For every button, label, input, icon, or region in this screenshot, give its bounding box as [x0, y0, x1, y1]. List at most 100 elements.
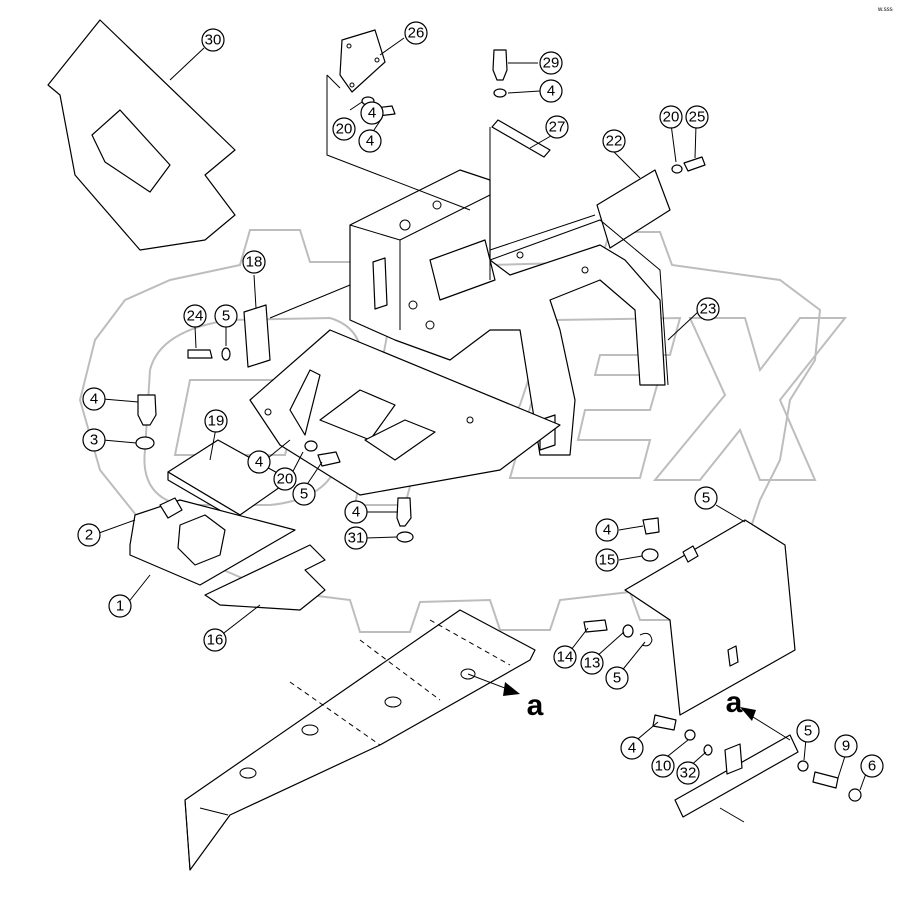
part-6-bar [674, 734, 799, 818]
callout-circle [595, 548, 619, 572]
callout-26: 26 [408, 25, 425, 42]
bolt-23-shape [187, 349, 213, 359]
callout-circle [273, 467, 297, 491]
callout-circle [595, 518, 619, 542]
callout-circle [651, 754, 675, 778]
part-22-plate [243, 304, 271, 368]
part-2-base [129, 497, 296, 586]
callout-5: 5 [613, 670, 621, 687]
callout-5: 5 [702, 490, 710, 507]
callout-24: 24 [187, 308, 204, 325]
callout-circle [108, 594, 132, 618]
washer-shape [304, 440, 318, 452]
callout-31: 31 [348, 530, 365, 547]
washer-14-shape [622, 624, 634, 638]
callout-4: 4 [255, 454, 263, 471]
arrow-label-a-right: a [726, 686, 743, 719]
callout-circle [605, 666, 629, 690]
callout-4: 4 [352, 504, 360, 521]
callout-circle [539, 79, 563, 103]
callout-14: 14 [557, 649, 574, 666]
part-26-cover [339, 29, 386, 93]
leader-lines [98, 37, 869, 823]
callout-1: 1 [116, 598, 124, 615]
arrow-head-right [740, 707, 756, 721]
bolt-shape [137, 394, 157, 426]
callout-circle [344, 526, 368, 550]
callout-circle [201, 28, 225, 52]
callout-circle [580, 651, 604, 675]
callout-circle [659, 105, 683, 129]
callout-4: 4 [90, 391, 98, 408]
callout-4: 4 [603, 522, 611, 539]
arrow-head-left [503, 682, 520, 696]
pin-13-shape [639, 632, 653, 647]
strap-27-shape [491, 119, 551, 158]
callout-22: 22 [606, 133, 623, 150]
callout-23: 23 [700, 301, 717, 318]
washer-shape [396, 531, 414, 543]
washer-24-shape [221, 347, 231, 361]
callout-circle [696, 297, 720, 321]
callout-13: 13 [584, 655, 601, 672]
callout-4: 4 [628, 740, 636, 757]
callout-2: 2 [85, 527, 93, 544]
callout-circle [247, 450, 271, 474]
callout-3: 3 [90, 432, 98, 449]
part-16-cover [624, 519, 796, 716]
part-1-plate [204, 544, 326, 611]
washer-shape [493, 88, 507, 98]
callout-circle [360, 101, 384, 125]
bolt-shape [642, 517, 660, 535]
bolt-shape [812, 771, 839, 789]
callout-30: 30 [205, 32, 222, 49]
callout-4: 4 [547, 83, 555, 100]
bolt-shape [652, 714, 677, 731]
floor-plate [249, 329, 561, 496]
callout-5: 5 [222, 308, 230, 325]
part-30-plate [47, 19, 236, 251]
callout-6: 6 [868, 758, 876, 775]
callout-circle [344, 500, 368, 524]
washer-shape [684, 729, 696, 741]
callout-5: 5 [300, 486, 308, 503]
callout-circle [242, 250, 266, 274]
callout-25: 25 [689, 109, 706, 126]
callout-9: 9 [842, 738, 850, 755]
washer-shape [671, 164, 683, 174]
arrow-line-left [467, 673, 511, 691]
callout-20: 20 [663, 109, 680, 126]
callout-5: 5 [804, 723, 812, 740]
callout-circle [82, 428, 106, 452]
callout-circle [214, 304, 238, 328]
callout-4: 4 [366, 133, 374, 150]
callout-circle [553, 645, 577, 669]
callout-circle [539, 51, 563, 75]
callout-circle [602, 129, 626, 153]
callout-circle [183, 304, 207, 328]
callout-circle [358, 129, 382, 153]
callout-circle [203, 628, 227, 652]
callout-circle [292, 482, 316, 506]
long-beam [184, 609, 536, 871]
callout-18: 18 [246, 254, 263, 271]
corner-mark: w.sss [877, 7, 893, 13]
callout-16: 16 [207, 632, 224, 649]
callout-circle [204, 409, 228, 433]
callout-10: 10 [655, 758, 672, 775]
callout-circle [860, 754, 884, 778]
callout-circle [694, 486, 718, 510]
bolt-shape [683, 156, 706, 172]
nut-9-shape [848, 788, 862, 802]
callout-circle [796, 719, 820, 743]
callout-circle [332, 117, 356, 141]
bolt-15-shape [583, 619, 608, 633]
part-25-cover [596, 169, 671, 249]
bolt-shape [317, 451, 341, 467]
part-6-tab [724, 743, 743, 775]
callout-circle [82, 387, 106, 411]
callout-circle [77, 523, 101, 547]
